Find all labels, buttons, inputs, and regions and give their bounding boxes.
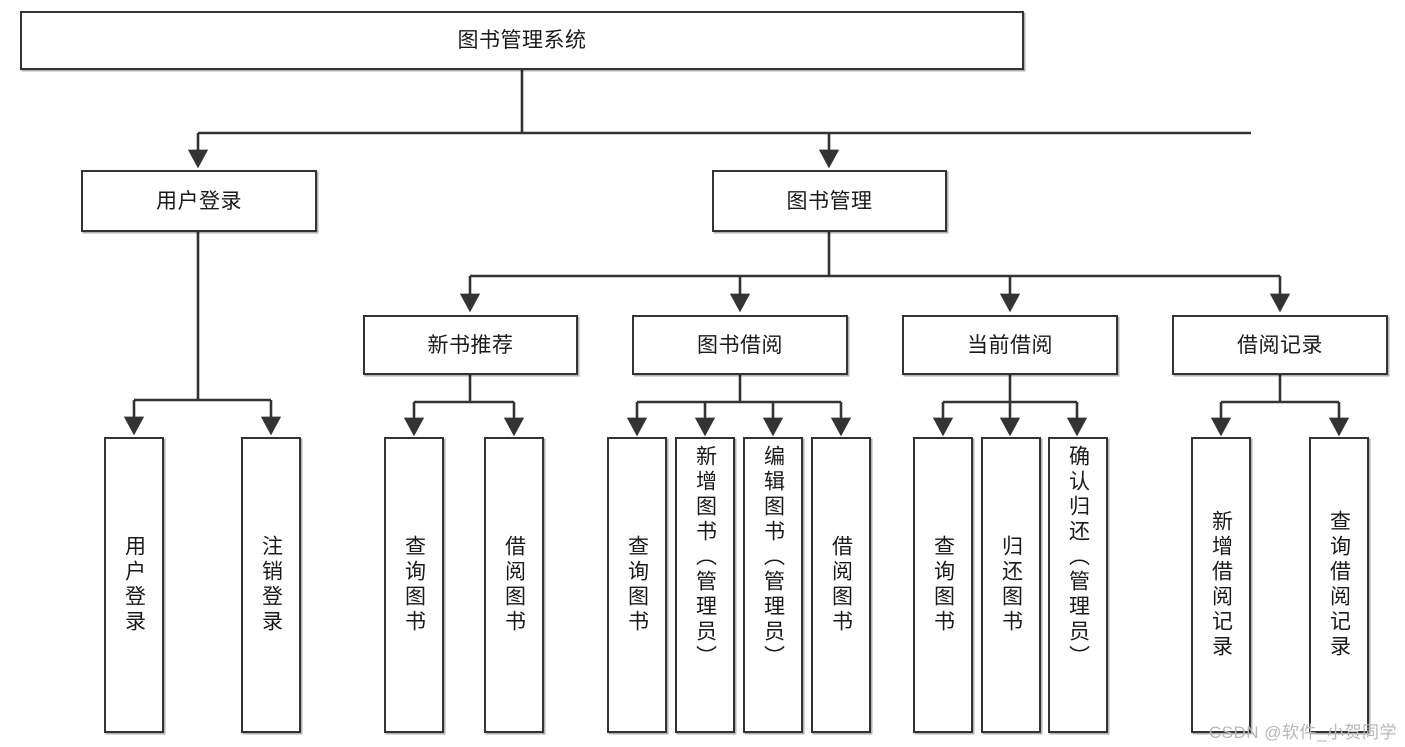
leaf-query-book-3-label: 查询图书	[931, 535, 955, 635]
edges-newbookrec-to-leaves	[403, 375, 525, 437]
leaf-user-login[interactable]: 用户登录	[104, 437, 164, 733]
leaf-query-book-2[interactable]: 查询图书	[607, 437, 667, 733]
node-borrow-record-label: 借阅记录	[1237, 333, 1323, 357]
leaf-return-book-label: 归还图书	[999, 535, 1023, 635]
leaf-query-record-label: 查询借阅记录	[1327, 510, 1351, 660]
csdn-watermark: CSDN @软件_小贺同学	[1208, 723, 1397, 742]
leaf-query-book-1[interactable]: 查询图书	[384, 437, 444, 733]
leaf-confirm-return[interactable]: 确认归还（管理员）	[1048, 437, 1108, 733]
leaf-confirm-return-label: 确认归还（管理员）	[1066, 445, 1090, 670]
node-book-manage[interactable]: 图书管理	[712, 170, 947, 232]
leaf-borrow-book-1-label: 借阅图书	[502, 535, 526, 635]
node-current-borrow-label: 当前借阅	[967, 333, 1053, 357]
leaf-edit-book[interactable]: 编辑图书（管理员）	[743, 437, 803, 733]
node-new-book-rec[interactable]: 新书推荐	[363, 315, 578, 375]
edges-bookmanage-to-level3	[459, 232, 1291, 313]
node-root-label: 图书管理系统	[457, 29, 587, 52]
node-user-login-label: 用户登录	[156, 189, 242, 213]
leaf-add-record[interactable]: 新增借阅记录	[1191, 437, 1251, 733]
leaf-add-book[interactable]: 新增图书（管理员）	[675, 437, 735, 733]
node-book-borrow-label: 图书借阅	[697, 333, 783, 357]
node-user-login[interactable]: 用户登录	[81, 170, 317, 232]
edges-borrowrecord-to-leaves	[1210, 375, 1350, 437]
leaf-return-book[interactable]: 归还图书	[981, 437, 1041, 733]
leaf-user-login-label: 用户登录	[122, 535, 146, 635]
leaf-logout-label: 注销登录	[259, 535, 283, 635]
leaf-query-book-3[interactable]: 查询图书	[913, 437, 973, 733]
leaf-borrow-book-2-label: 借阅图书	[829, 535, 853, 635]
leaf-logout[interactable]: 注销登录	[241, 437, 301, 733]
node-new-book-rec-label: 新书推荐	[427, 333, 514, 357]
leaf-add-book-label: 新增图书（管理员）	[693, 445, 717, 670]
node-borrow-record[interactable]: 借阅记录	[1172, 315, 1388, 375]
node-book-borrow[interactable]: 图书借阅	[632, 315, 848, 375]
edges-currentborrow-to-leaves	[932, 375, 1088, 437]
leaf-query-book-1-label: 查询图书	[402, 535, 426, 635]
leaf-query-record[interactable]: 查询借阅记录	[1309, 437, 1369, 733]
leaf-edit-book-label: 编辑图书（管理员）	[761, 445, 785, 670]
leaf-borrow-book-2[interactable]: 借阅图书	[811, 437, 871, 733]
node-book-manage-label: 图书管理	[786, 189, 873, 213]
edges-userlogin-to-leaves	[123, 232, 282, 436]
edges-bookborrow-to-leaves	[626, 375, 852, 437]
edges-root-to-level2	[187, 70, 1251, 169]
leaf-add-record-label: 新增借阅记录	[1209, 510, 1233, 660]
node-root[interactable]: 图书管理系统	[20, 11, 1024, 70]
node-current-borrow[interactable]: 当前借阅	[902, 315, 1118, 375]
leaf-borrow-book-1[interactable]: 借阅图书	[484, 437, 544, 733]
leaf-query-book-2-label: 查询图书	[625, 535, 649, 635]
